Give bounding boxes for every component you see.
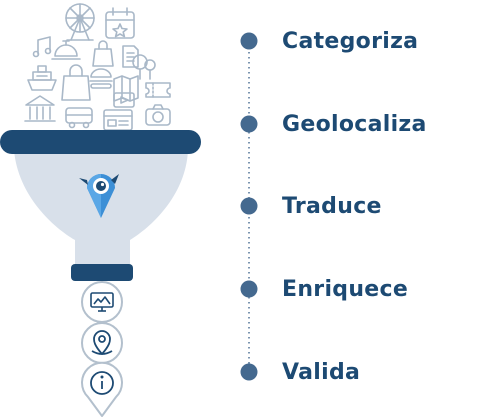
timeline-bullet (240, 32, 258, 50)
input-icons-cloud (24, 3, 171, 131)
cruise-ship-icon (27, 65, 57, 91)
timeline-bullet (240, 363, 258, 381)
music-notes-icon (32, 36, 52, 58)
shopping-bag-icon (92, 40, 114, 67)
step-label-valida: Valida (282, 360, 361, 385)
funnel (0, 130, 201, 281)
bird-pin-logo-icon (79, 174, 119, 218)
funnel-rim (0, 130, 201, 154)
burger-icon (89, 68, 113, 89)
step-timeline (240, 32, 258, 381)
output-drop-info (81, 361, 123, 417)
ferris-wheel-icon (65, 3, 95, 41)
info-icon (90, 371, 114, 395)
step-label-enriquece: Enriquece (282, 277, 409, 302)
news-icon (103, 109, 133, 131)
output-drops (81, 281, 123, 417)
timeline-bullet (240, 115, 258, 133)
bus-icon (65, 107, 93, 129)
timeline-bullet (240, 280, 258, 298)
step-label-geolocaliza: Geolocaliza (282, 112, 427, 137)
service-bell-icon (51, 40, 81, 60)
step-label-traduce: Traduce (282, 194, 382, 219)
ticket-icon (145, 82, 171, 98)
map-icon (113, 75, 139, 102)
video-player-icon (113, 92, 135, 108)
location-pin-icon (91, 330, 113, 355)
step-label-categoriza: Categoriza (282, 29, 419, 54)
output-drop-location (81, 322, 123, 364)
funnel-collar (71, 264, 133, 281)
trees-icon (132, 54, 156, 80)
output-drop-monitor (81, 281, 123, 323)
calendar-star-icon (105, 7, 135, 39)
shopping-bag-icon (61, 64, 91, 101)
museum-icon (24, 95, 56, 122)
camera-icon (145, 104, 171, 126)
timeline-bullet (240, 197, 258, 215)
monitor-image-icon (90, 292, 114, 312)
